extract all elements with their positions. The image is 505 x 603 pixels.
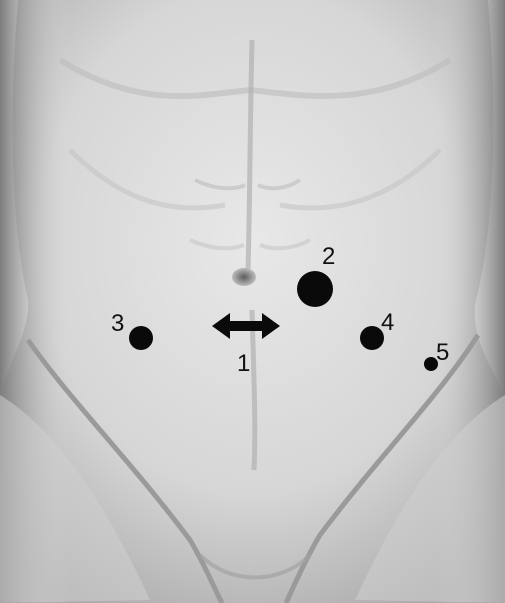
- marker-3-label: 3: [111, 312, 124, 336]
- marker-3-dot: [129, 326, 153, 350]
- marker-1-label: 1: [237, 352, 250, 376]
- navel: [232, 268, 256, 286]
- marker-2-dot: [297, 271, 333, 307]
- marker-4-label: 4: [381, 311, 394, 335]
- marker-5-label: 5: [436, 341, 449, 365]
- marker-2-label: 2: [322, 245, 335, 269]
